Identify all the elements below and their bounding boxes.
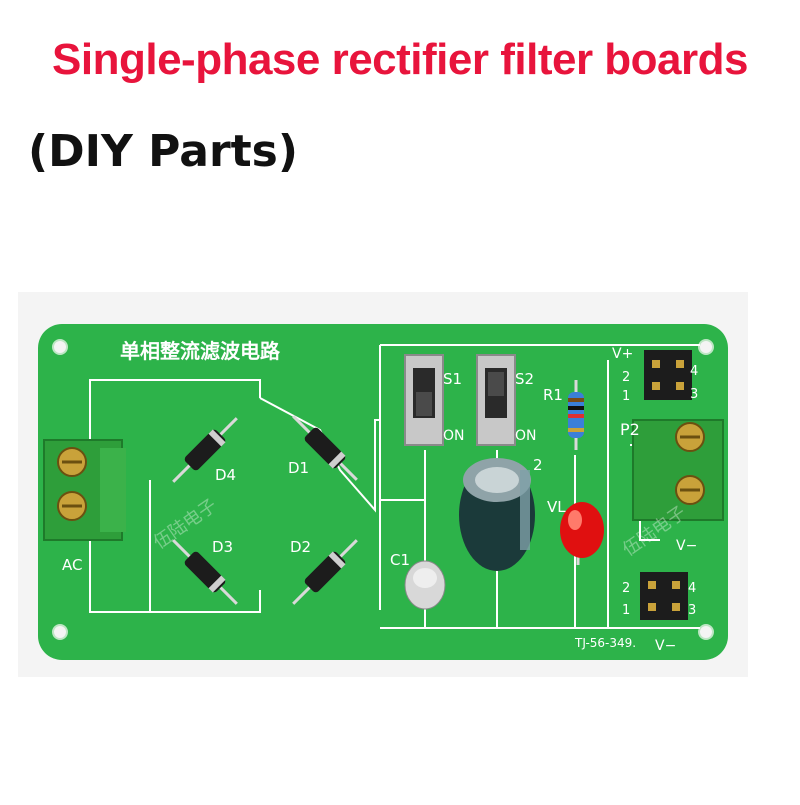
label-d4: D4 [215, 466, 236, 484]
silkscreen-title: 单相整流滤波电路 [120, 339, 281, 363]
label-s1: S1 [443, 370, 462, 388]
pin-label-1: 1 [622, 389, 630, 404]
page-subtitle: (DIY Parts) [28, 126, 298, 177]
capacitor-c2 [459, 458, 535, 571]
pin-header-top [644, 350, 692, 400]
p2-terminal-block [632, 419, 724, 521]
label-on-2: ON [515, 428, 537, 444]
label-d3: D3 [212, 538, 233, 556]
pin-label-1: 1 [622, 603, 630, 618]
switch-s2 [476, 354, 516, 446]
ac-label: AC [62, 556, 82, 574]
label-s2: S2 [515, 370, 534, 388]
mounting-hole [52, 624, 68, 640]
page-title: Single-phase rectifier filter boards [52, 35, 748, 84]
label-vminus-bottom: V− [655, 638, 676, 654]
mounting-hole [698, 339, 714, 355]
label-c1: C1 [390, 551, 410, 569]
pin-label-4: 4 [688, 581, 696, 596]
switch-s1 [404, 354, 444, 446]
label-on-1: ON [443, 428, 465, 444]
pin-label-3: 3 [690, 387, 698, 402]
diode-d2 [292, 539, 358, 605]
label-r1: R1 [543, 386, 563, 404]
capacitor-c1 [404, 560, 446, 610]
label-vminus: V− [676, 538, 697, 554]
label-c2: 2 [533, 456, 543, 474]
label-vl: VL [547, 498, 566, 516]
pin-label-2: 2 [622, 581, 630, 596]
label-d1: D1 [288, 459, 309, 477]
pin-label-3: 3 [688, 603, 696, 618]
label-vplus: V+ [612, 346, 633, 362]
diode-d3 [172, 539, 238, 605]
resistor-r1 [568, 380, 584, 450]
pin-label-4: 4 [690, 364, 698, 379]
pin-header-bottom [640, 572, 688, 620]
label-d2: D2 [290, 538, 311, 556]
mounting-hole [52, 339, 68, 355]
mounting-hole [698, 624, 714, 640]
part-number: TJ-56-349. [574, 636, 636, 650]
ac-terminal-block [43, 439, 126, 541]
label-p2: P2 [620, 420, 640, 439]
led-vl [560, 502, 604, 565]
diode-d1 [292, 415, 358, 481]
diode-d4 [172, 417, 238, 483]
pin-label-2: 2 [622, 370, 630, 385]
